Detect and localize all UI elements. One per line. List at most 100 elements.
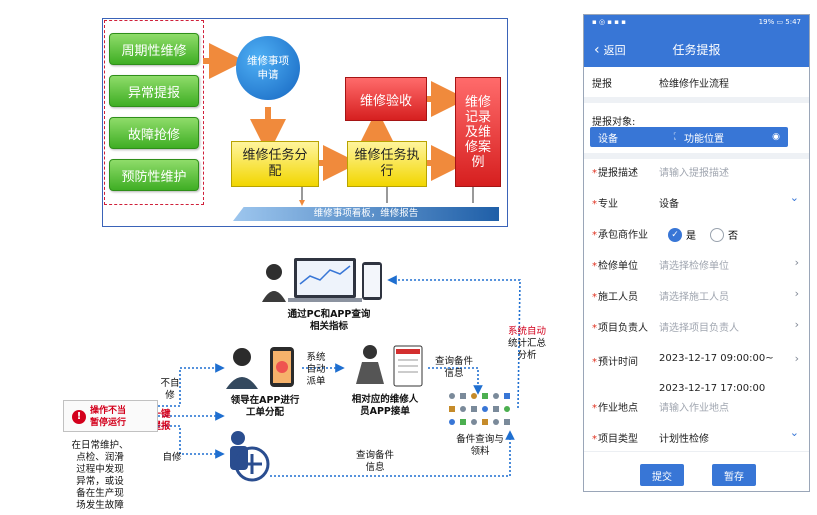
- worker-caption: 相对应的维修人员APP接单: [351, 394, 419, 417]
- form-row[interactable]: *检修单位 请选择检修单位 ›: [584, 249, 809, 279]
- task-assign-box: 维修任务分配: [231, 141, 319, 187]
- parts-icons: [446, 390, 516, 430]
- field-label: *检修单位: [592, 257, 638, 272]
- abnormal-report-box: 异常提报: [109, 75, 199, 107]
- field-label: *作业地点: [592, 399, 638, 414]
- back-button[interactable]: ‹ 返回: [594, 42, 626, 58]
- radio-no[interactable]: [710, 227, 724, 242]
- form-row[interactable]: *承包商作业: [584, 218, 809, 248]
- field-label-text: 检修单位: [598, 261, 638, 272]
- target-equipment-button[interactable]: 设备 ⛶: [590, 127, 688, 147]
- chevron-left-icon: ‹: [594, 42, 600, 58]
- field-label-text: 作业地点: [598, 403, 638, 414]
- field-label: *提报描述: [592, 164, 638, 179]
- field-label-text: 提报描述: [598, 168, 638, 179]
- field-label-text: 承包商作业: [598, 230, 648, 241]
- status-icons: ▪ ◎ ▪ ▪ ▪: [592, 18, 626, 26]
- submit-button[interactable]: 提交: [640, 464, 684, 486]
- required-mark: *: [592, 323, 597, 334]
- field-placeholder: 请选择项目负责人: [659, 323, 739, 334]
- field-placeholder: 请输入作业地点: [659, 403, 729, 414]
- time-end-row: 2023-12-17 17:00:00: [584, 383, 809, 397]
- field-label-text: 项目负责人: [598, 323, 648, 334]
- target-equipment-label: 设备: [598, 133, 618, 145]
- acceptance-box: 维修验收: [345, 77, 427, 121]
- fault-repair-box: 故障抢修: [109, 117, 199, 149]
- field-value: 设备: [659, 199, 679, 210]
- field-label: *承包商作业: [592, 226, 648, 241]
- radio-yes-label: 是: [686, 231, 696, 242]
- target-row: 提报对象:: [584, 105, 809, 135]
- status-right: 19% ▭ 5:47: [758, 18, 801, 26]
- phone-screen: ▪ ◎ ▪ ▪ ▪ 19% ▭ 5:47 ‹ 返回 任务提报 提报 检维修作业流…: [583, 14, 810, 492]
- self-repair-label: 自修: [162, 452, 182, 463]
- chevron-right-icon: ›: [794, 256, 799, 269]
- one-click-report-label: 一键提报: [151, 409, 171, 432]
- back-label: 返回: [603, 44, 626, 57]
- form-row[interactable]: *专业 设备 ⌄: [584, 187, 809, 217]
- target-position-label: 功能位置: [684, 133, 724, 145]
- chevron-right-icon: ›: [794, 287, 799, 300]
- target-label: 提报对象:: [592, 117, 636, 128]
- form-row[interactable]: *施工人员请选择施工人员›: [584, 280, 809, 310]
- worker-illustration: [340, 340, 426, 392]
- alarm-box: ! 操作不当暂停运行: [63, 400, 158, 432]
- report-label: 提报: [592, 79, 612, 90]
- query-parts-label-top: 查询备件信息: [434, 356, 473, 379]
- required-mark: *: [592, 403, 597, 414]
- field-label: *专业: [592, 195, 618, 210]
- record-box: 维修 记录 及维 修案 例: [455, 77, 501, 187]
- field-label-text: 项目类型: [598, 434, 638, 445]
- form-row[interactable]: *提报描述请输入提报描述: [584, 156, 809, 186]
- stats-label: 系统自动统计汇总分析: [507, 326, 546, 361]
- radio-yes[interactable]: ✓: [668, 227, 682, 242]
- pc-app-illustration: [258, 254, 386, 306]
- location-icon: ◉: [772, 132, 780, 142]
- query-parts-label-bottom: 查询备件信息: [355, 450, 394, 473]
- save-draft-button[interactable]: 暂存: [712, 464, 756, 486]
- status-bar: ▪ ◎ ▪ ▪ ▪ 19% ▭ 5:47: [584, 15, 809, 32]
- maintenance-flowchart: 周期性维修 异常提报 故障抢修 预防性维护 维修事项申请 维修任务分配 维修任务…: [102, 18, 508, 227]
- field-value: 计划性检修: [659, 434, 709, 445]
- form-row[interactable]: *项目类型 计划性检修 ⌄: [584, 422, 809, 452]
- alarm-icon: !: [72, 410, 86, 424]
- time-end-value: 2023-12-17 17:00:00: [659, 383, 766, 394]
- chevron-down-icon: ⌄: [789, 191, 799, 204]
- form-row[interactable]: *作业地点 请输入作业地点: [584, 391, 809, 421]
- field-label-text: 预计时间: [598, 357, 638, 368]
- flow-arrows: [203, 43, 474, 206]
- field-value: 2023-12-17 09:00:00~: [659, 353, 774, 364]
- chevron-right-icon: ›: [794, 318, 799, 331]
- field-placeholder: 请选择检修单位: [659, 261, 729, 272]
- alarm-text: 操作不当暂停运行: [90, 406, 127, 428]
- required-mark: *: [592, 230, 597, 241]
- field-label: *项目负责人: [592, 319, 648, 334]
- required-mark: *: [592, 168, 597, 179]
- required-mark: *: [592, 357, 597, 368]
- report-row: 提报 检维修作业流程: [584, 67, 809, 97]
- page-title: 任务提报: [672, 43, 721, 57]
- divider: [584, 97, 809, 103]
- field-label-text: 施工人员: [598, 292, 638, 303]
- form-row[interactable]: *项目负责人请选择项目负责人 ›: [584, 311, 809, 341]
- leader-caption: 领导在APP进行工单分配: [230, 395, 300, 418]
- chevron-down-icon: ⌄: [789, 426, 799, 439]
- target-position-button[interactable]: 功能位置 ◉: [676, 127, 788, 147]
- request-circle: 维修事项申请: [236, 36, 300, 100]
- field-label: *施工人员: [592, 288, 638, 303]
- required-mark: *: [592, 434, 597, 445]
- trigger-description: 在日常维护、 点检、润滑 过程中发现 异常，或设 备在生产现 场发生故障: [71, 440, 129, 511]
- required-mark: *: [592, 261, 597, 272]
- process-connectors: [158, 275, 521, 477]
- contractor-radio-group: ✓ 是 否: [668, 227, 738, 242]
- nav-bar: ‹ 返回 任务提报: [584, 32, 809, 67]
- leader-illustration: [222, 343, 304, 391]
- field-label: *项目类型: [592, 430, 638, 445]
- field-label-text: 专业: [598, 199, 618, 210]
- trigger-group: [104, 20, 204, 205]
- report-value: 检维修作业流程: [659, 79, 729, 90]
- periodic-maintenance-box: 周期性维修: [109, 33, 199, 65]
- divider: [584, 153, 809, 159]
- action-bar: 提交 暂存: [584, 451, 809, 491]
